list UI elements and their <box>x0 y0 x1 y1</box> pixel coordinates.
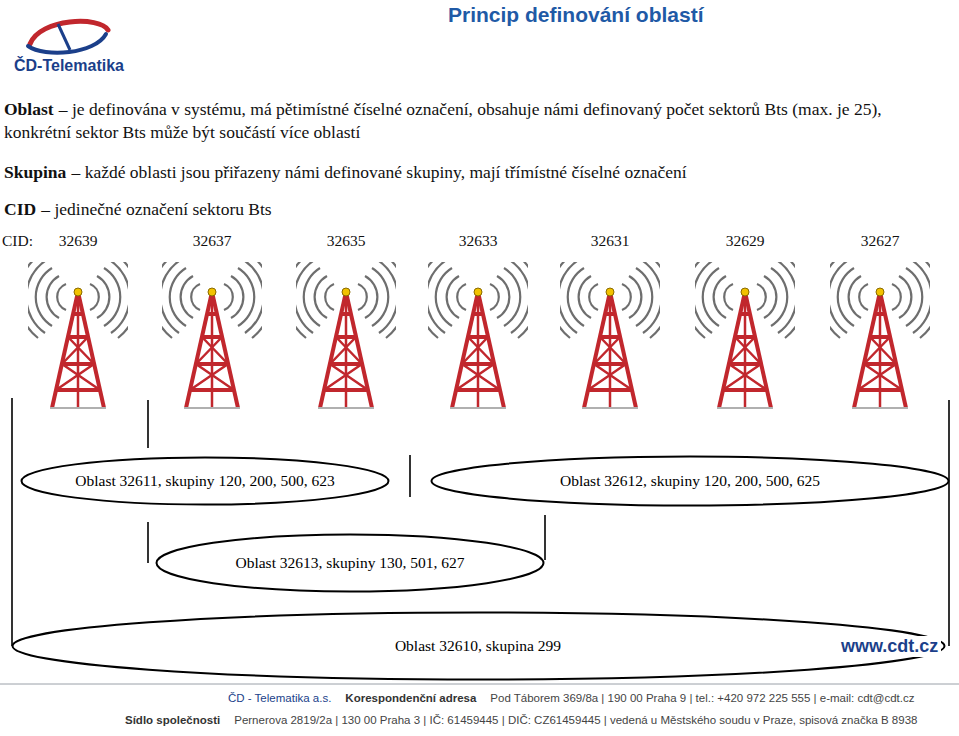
area-ellipse: Oblast 32612, skupiny 120, 200, 500, 625 <box>430 455 950 507</box>
cid-number: 32627 <box>861 232 900 250</box>
bts-towers <box>18 256 940 408</box>
cid-row: CID: 32639 32637 32635 32633 32631 32629 32627 <box>0 232 959 254</box>
slide-title: Princip definování oblastí <box>448 3 704 27</box>
cid-number: 32629 <box>726 232 765 250</box>
footer-text: Pod Táborem 369/8a | 190 00 Praha 9 | te… <box>490 692 914 704</box>
footer-heading: Korespondenční adresa <box>345 692 476 704</box>
logo-text: ČD-Telematika <box>14 57 124 74</box>
paragraph: Skupina – každé oblasti jsou přiřazeny ná… <box>4 161 949 184</box>
definition: – je definována v systému, má pětimístné… <box>4 99 882 142</box>
definition: – jedinečné označení sektoru Bts <box>41 199 271 219</box>
cid-number: 32633 <box>459 232 498 250</box>
ellipse-shape <box>432 457 949 506</box>
bracket-lines <box>12 398 949 646</box>
ellipse-shape <box>12 613 944 680</box>
ellipse-shape <box>22 458 389 505</box>
area-label: Oblast 32613, skupiny 130, 501, 627 <box>235 554 464 572</box>
paragraph: Oblast– je definována v systému, má pěti… <box>4 98 949 144</box>
area-ellipse: Oblast 32610, skupina 299 <box>11 611 946 681</box>
paragraph: CID– jedinečné označení sektoru Bts <box>4 198 949 221</box>
area-ellipse: Oblast 32613, skupiny 130, 501, 627 <box>155 533 545 593</box>
term: Oblast <box>4 99 54 119</box>
logo-box: ČD-Telematika <box>14 57 124 75</box>
footer-text: Pernerova 2819/2a | 130 00 Praha 3 | IČ:… <box>234 714 917 726</box>
logo-mark <box>28 21 108 52</box>
ellipse-shape <box>157 535 544 592</box>
cid-number: 32639 <box>59 232 98 250</box>
web-box: www.cdt.cz <box>838 636 941 657</box>
footer-heading: Sídlo společnosti <box>125 714 220 726</box>
cid-number: 32637 <box>193 232 232 250</box>
area-label: Oblast 32612, skupiny 120, 200, 500, 625 <box>560 472 820 490</box>
web-address: www.cdt.cz <box>841 636 938 656</box>
term: Skupina <box>4 162 66 182</box>
area-label: Oblast 32611, skupiny 120, 200, 500, 623 <box>75 472 334 490</box>
footer-line: ČD - Telematika a.s. Korespondenční adres… <box>228 692 915 704</box>
footer-rule <box>0 684 959 685</box>
area-ellipse: Oblast 32611, skupiny 120, 200, 500, 623 <box>20 456 390 506</box>
term: CID <box>4 199 36 219</box>
cid-caption: CID: <box>2 232 33 250</box>
company-name: ČD - Telematika a.s. <box>228 692 331 704</box>
title-box: Princip definování oblastí <box>448 3 704 27</box>
cid-number: 32631 <box>591 232 630 250</box>
cid-number: 32635 <box>327 232 366 250</box>
definition: – každé oblasti jsou přiřazeny námi defi… <box>72 162 687 182</box>
area-label: Oblast 32610, skupina 299 <box>395 637 561 655</box>
footer-line: Sídlo společnosti Pernerova 2819/2a | 130… <box>125 714 917 726</box>
